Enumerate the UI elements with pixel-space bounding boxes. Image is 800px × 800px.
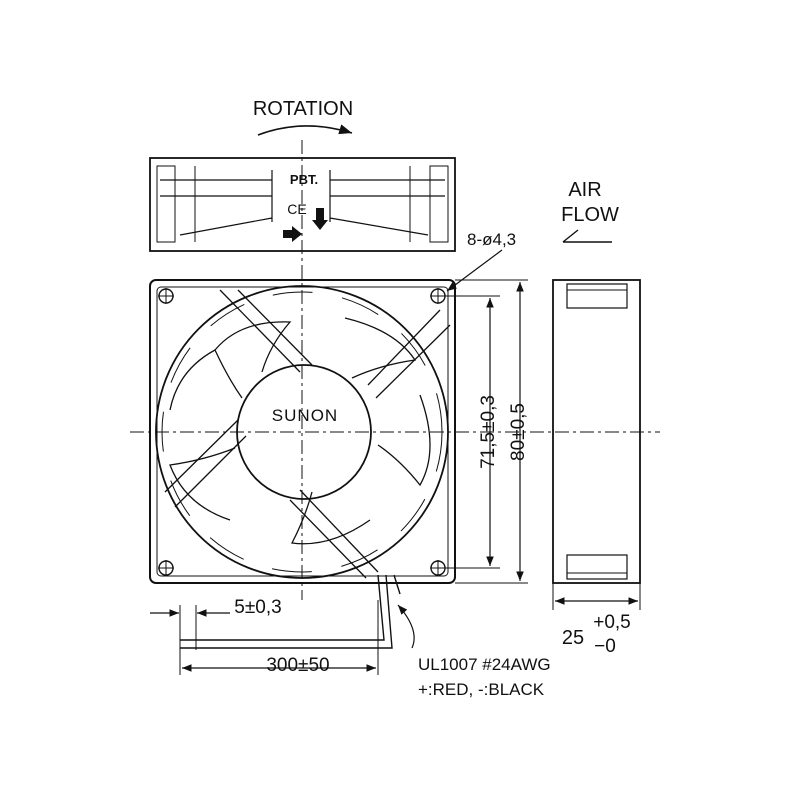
wire-length-label: 300±50	[266, 655, 329, 676]
brand-logo: SUNON	[272, 406, 338, 425]
depth-tol-minus-label: −0	[594, 636, 616, 657]
hole-spacing-label: 71,5±0,3	[478, 395, 499, 469]
pbt-label: PBT.	[290, 172, 318, 187]
wire-spec-line1: UL1007 #24AWG	[418, 655, 551, 674]
wire-spec-leader	[397, 604, 415, 649]
flow-label: FLOW	[561, 204, 619, 226]
airflow-down-arrow-icon	[312, 208, 328, 230]
rotation-arrow	[257, 124, 353, 136]
wire-spec-line2: +:RED, -:BLACK	[418, 680, 545, 699]
airflow-direction-arrow-icon	[562, 229, 612, 243]
frame-size-dimension: 80±0,5	[455, 279, 529, 584]
side-view	[552, 279, 641, 584]
frame-size-label: 80±0,5	[508, 403, 529, 461]
wire-strip-label: 5±0,3	[234, 597, 281, 618]
lead-wires	[180, 574, 401, 649]
rotation-label: ROTATION	[253, 98, 353, 120]
ce-mark: CE	[287, 201, 306, 217]
depth-nominal-label: 25	[562, 627, 584, 649]
depth-tol-plus-label: +0,5	[593, 612, 631, 633]
hole-spec-label: 8-ø4,3	[467, 230, 516, 249]
air-label: AIR	[568, 179, 601, 201]
mounting-holes	[158, 288, 446, 576]
wire-length-dimension: 300±50	[179, 600, 379, 676]
rotation-right-arrow-icon	[283, 226, 302, 242]
frame-struts	[164, 289, 451, 579]
hole-leader-line	[446, 249, 503, 292]
hole-spacing-dimension: 71,5±0,3	[445, 295, 500, 569]
depth-dimension: 25 +0,5 −0	[552, 583, 641, 657]
wire-strip-dimension: 5±0,3	[150, 597, 282, 650]
